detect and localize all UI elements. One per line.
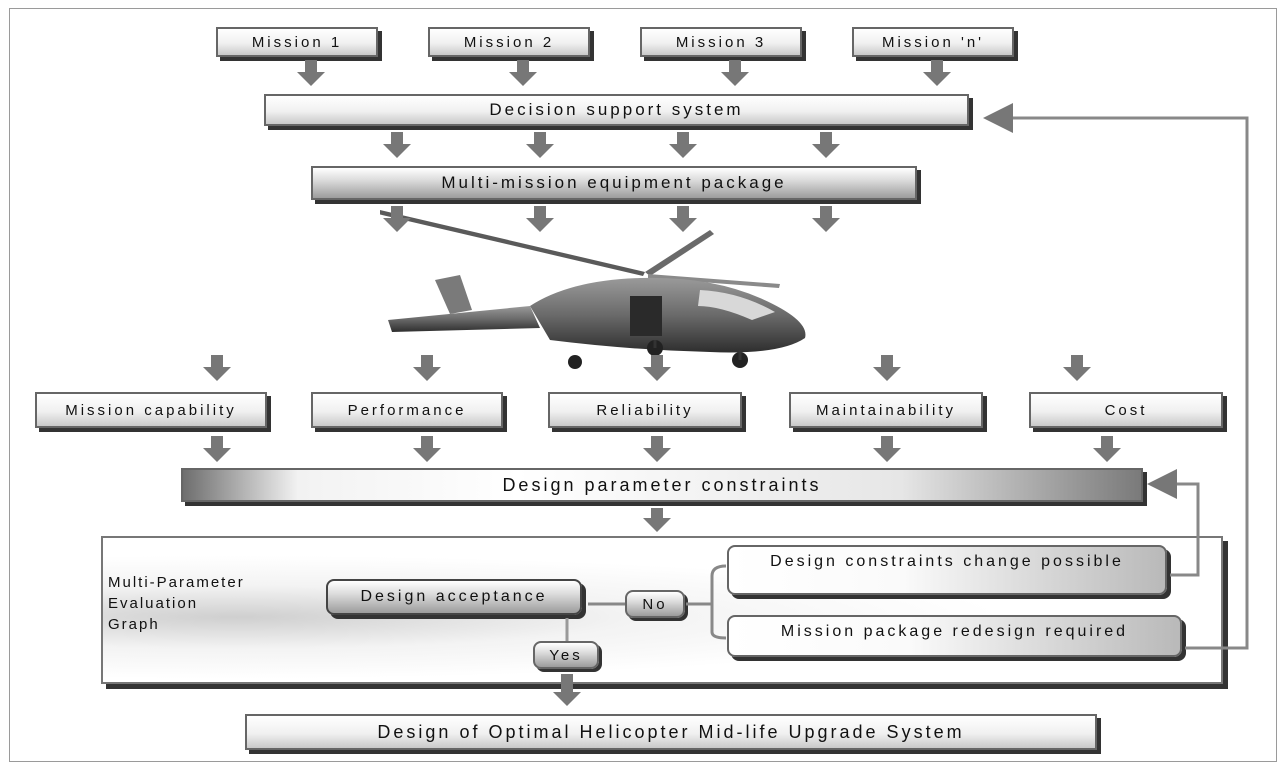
design-acceptance-box: Design acceptance [326, 579, 582, 615]
evaluation-label-line-3: Graph [108, 616, 160, 633]
helicopter-image [380, 210, 806, 369]
arrow-mission-3 [721, 60, 749, 86]
criterion-cost: Cost [1029, 392, 1223, 428]
decision-support-box: Decision support system [264, 94, 969, 126]
arrow-mission-n [923, 60, 951, 86]
yes-label: Yes [533, 641, 599, 669]
evaluation-graph-label: Multi-Parameter Evaluation Graph [108, 572, 245, 635]
arrow-mission-1 [297, 60, 325, 86]
criterion-maintainability: Maintainability [789, 392, 983, 428]
mission-1-box: Mission 1 [216, 27, 378, 57]
criterion-mission-capability: Mission capability [35, 392, 267, 428]
evaluation-label-line-1: Multi-Parameter [108, 574, 245, 591]
criterion-reliability: Reliability [548, 392, 742, 428]
equipment-package-box: Multi-mission equipment package [311, 166, 917, 200]
arrow-mission-2 [509, 60, 537, 86]
mission-2-box: Mission 2 [428, 27, 590, 57]
criterion-performance: Performance [311, 392, 503, 428]
final-output-box: Design of Optimal Helicopter Mid-life Up… [245, 714, 1097, 750]
mission-3-box: Mission 3 [640, 27, 802, 57]
evaluation-label-line-2: Evaluation [108, 595, 199, 612]
design-constraints-box: Design parameter constraints [181, 468, 1143, 502]
mission-n-box: Mission 'n' [852, 27, 1014, 57]
no-label: No [625, 590, 685, 618]
redesign-box: Mission package redesign required [727, 615, 1182, 657]
constraints-change-box: Design constraints change possible [727, 545, 1167, 595]
